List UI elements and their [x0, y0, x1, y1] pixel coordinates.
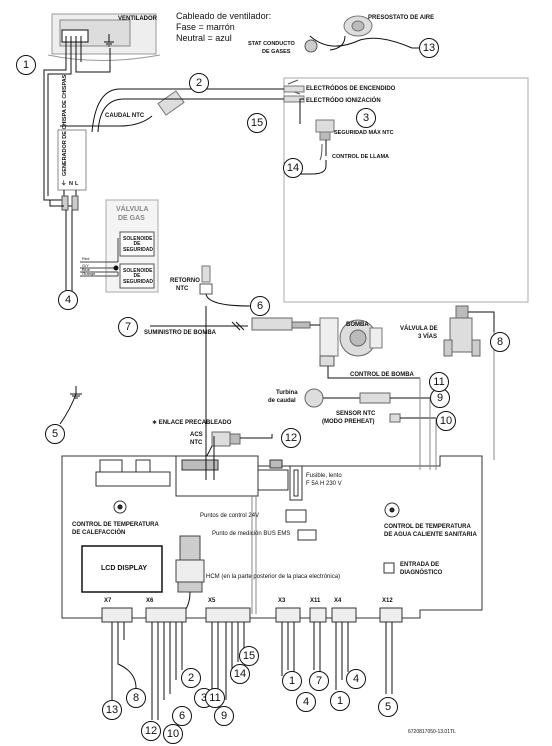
bottom-callout: 1	[330, 691, 350, 711]
bottom-callout: 10	[163, 724, 183, 744]
fuse-label-2: F 5A H 230 V	[306, 481, 342, 487]
bottom-callout: 1	[282, 671, 302, 691]
pump	[319, 317, 383, 367]
callout-4: 4	[58, 290, 78, 310]
connector-x12-label: X12	[382, 598, 393, 604]
bottom-callout: 5	[378, 697, 398, 717]
fan-wiring-line2: Fase = marrón	[176, 22, 235, 32]
callout-10: 10	[436, 411, 456, 431]
bottom-callout: 13	[102, 700, 122, 720]
callout-6: 6	[250, 296, 270, 316]
connector-x7-label: X7	[104, 598, 112, 604]
flow-turbine-label-1: Turbina	[276, 390, 298, 396]
dhw-temp-control-label-2: DE AGUA CALIENTE SANITARIA	[384, 532, 477, 538]
flame-control-label: CONTROL DE LLAMA	[332, 154, 390, 160]
n-label: N	[69, 181, 73, 187]
bottom-callout: 7	[309, 671, 329, 691]
bottom-callout: 8	[126, 688, 146, 708]
wire-orange-label: Orange	[82, 271, 96, 276]
bottom-callout: 4	[296, 692, 316, 712]
footer-code: 6720817050-13.01TL	[408, 729, 456, 735]
ignition-electrodes-label: ELECTRÓDOS DE ENCENDIDO	[306, 86, 396, 92]
safety-max-ntc-label: SEGURIDAD MÁX NTC	[334, 130, 394, 136]
gas-valve-label-1: VÁLVULA	[116, 206, 149, 213]
fan-unit	[47, 13, 161, 61]
diagnostic-label-1: ENTRADA DE	[400, 562, 440, 568]
callout-9: 9	[430, 388, 450, 408]
spark-generator-label: GENERADOR DE CHISPA DE CHISPAS	[62, 74, 68, 176]
callout-5: 5	[45, 424, 65, 444]
flow-ntc	[60, 90, 185, 127]
callout-8: 8	[490, 332, 510, 352]
ems-points-label: Punto de medición BUS EMS	[212, 531, 291, 537]
callout-12: 12	[281, 428, 301, 448]
pump-supply-label: SUMINISTRO DE BOMBA	[144, 330, 216, 336]
callout-1: 1	[16, 55, 36, 75]
l-label: L	[75, 181, 79, 187]
air-pressure-switch-label: PRESOSTATO DE AIRE	[368, 15, 435, 21]
flow-ntc-label: CAUDAL NTC	[105, 113, 145, 119]
pump-control-label: CONTROL DE BOMBA	[350, 372, 414, 378]
return-ntc-label-1: RETORNO	[170, 278, 200, 284]
dhw-ntc-label-2: NTC	[190, 440, 203, 446]
solenoid-label-2: SOLENOIDE DE SEGURIDAD	[123, 268, 154, 285]
ionization-electrode-label: ELECTRÓDO IONIZACIÓN	[306, 98, 381, 104]
wire-red-label: Red	[82, 256, 90, 261]
bottom-callout: 12	[141, 721, 161, 741]
callout-15: 15	[247, 113, 267, 133]
bottom-callout: 9	[214, 706, 234, 726]
dhw-ntc-label-1: ACS	[190, 432, 203, 438]
flow-turbine-label-2: de caudal	[268, 398, 296, 404]
callout-3: 3	[356, 108, 376, 128]
stat-label-2: DE GASES	[262, 49, 291, 55]
ntc-sensor-label-2: (MODO PREHEAT)	[322, 419, 375, 425]
fan-label: VENTILADOR	[118, 16, 157, 22]
lcd-display-label: LCD DISPLAY	[101, 565, 148, 572]
callout-13: 13	[419, 38, 439, 58]
three-way-valve-label-1: VÁLVULA DE	[400, 326, 438, 332]
gas-valve-label-2: DE GAS	[118, 215, 145, 222]
bottom-callout: 15	[239, 646, 259, 666]
wire-blue-label: Blue	[82, 267, 91, 272]
dhw-temp-control-label-1: CONTROL DE TEMPERATURA	[384, 524, 471, 530]
callout-11: 11	[429, 372, 449, 392]
prewired-link-label: ∗ ENLACE PRECABLEADO	[152, 420, 232, 426]
connector-x5-label: X5	[208, 598, 216, 604]
fan-wiring-line1: Cableado de ventilador:	[176, 11, 272, 21]
bottom-callout: 2	[181, 668, 201, 688]
callout-14: 14	[283, 158, 303, 178]
bottom-callout: 6	[172, 706, 192, 726]
bottom-callout: 11	[205, 688, 225, 708]
solenoid-label-1: SOLENOIDE DE SEGURIDAD	[123, 236, 154, 253]
return-ntc-label-2: NTC	[176, 286, 189, 292]
callout-2: 2	[189, 73, 209, 93]
stat-label-1: STAT CONDUCTO	[248, 41, 295, 47]
fuse-label-1: Fusible, lento	[306, 473, 342, 479]
callout-7: 7	[118, 317, 138, 337]
wire-gy-label: G/Y	[82, 263, 89, 268]
ntc-sensor-label-1: SENSOR NTC	[336, 411, 376, 417]
fan-wiring-line3: Neutral = azul	[176, 33, 232, 43]
connector-x6-label: X6	[146, 598, 154, 604]
three-way-valve-label-2: 3 VÍAS	[418, 334, 438, 340]
bottom-callout: 14	[230, 664, 250, 684]
ground-symbol-label: ⏚	[61, 181, 67, 187]
connector-x11-label: X11	[310, 598, 321, 604]
hcm-label: HCM (en la parte posterior de la placa e…	[206, 574, 341, 580]
diagnostic-label-2: DIAGNÓSTICO	[400, 570, 443, 576]
bottom-callout: 4	[346, 669, 366, 689]
heating-temp-control-label-1: CONTROL DE TEMPERATURA	[72, 522, 159, 528]
connector-x3-label: X3	[278, 598, 286, 604]
connector-x4-label: X4	[334, 598, 342, 604]
pump-label: BOMBA	[346, 322, 369, 328]
control-points-label: Puntos de control 24V	[200, 513, 260, 519]
heating-temp-control-label-2: DE CALEFACCIÓN	[72, 530, 126, 536]
